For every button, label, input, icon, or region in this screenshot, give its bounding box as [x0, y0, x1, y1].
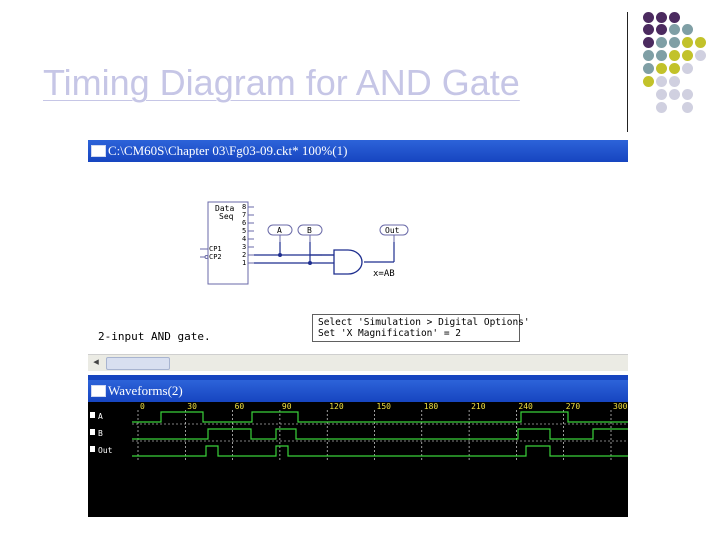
and-gate-symbol[interactable] [333, 249, 363, 275]
waveforms-window-title: Waveforms(2) [108, 383, 183, 398]
time-tick-label: 30 [187, 402, 197, 411]
probe-b-label: B [307, 226, 312, 235]
schematic-window: C:\CM60S\Chapter 03\Fg03-09.ckt* 100%(1)… [88, 140, 628, 372]
signal-label-out: Out [98, 446, 113, 455]
wave-trace-a [132, 411, 628, 423]
seq-pin-label: 1 [242, 259, 246, 267]
seq-pin-label: 8 [242, 203, 246, 211]
horizontal-scrollbar[interactable]: ◂ [88, 354, 628, 371]
waveform-display[interactable]: A B Out 0 30 60 90 120 150 180 210 240 270 300 [88, 402, 628, 517]
signal-label-b: B [98, 429, 103, 438]
seq-pin-label: 6 [242, 219, 246, 227]
time-tick-label: 0 [140, 402, 145, 411]
signal-marker-b[interactable] [90, 429, 95, 435]
time-tick-label: 60 [235, 402, 245, 411]
time-tick-label: 210 [471, 402, 486, 411]
waveforms-titlebar[interactable]: Waveforms(2) [88, 380, 628, 402]
wave-trace-b [132, 428, 628, 440]
clock-label-cp2: CP2 [209, 253, 222, 261]
hint-box: Select 'Simulation > Digital Options' Se… [312, 314, 530, 342]
data-sequencer-box[interactable] [207, 201, 249, 285]
window-icon [91, 145, 106, 157]
output-expression: x=AB [373, 269, 395, 279]
scroll-left-arrow-icon[interactable]: ◂ [93, 356, 99, 368]
hint-line-1: Select 'Simulation > Digital Options' [318, 317, 530, 328]
schematic-titlebar[interactable]: C:\CM60S\Chapter 03\Fg03-09.ckt* 100%(1) [88, 140, 628, 162]
wire-junction-b [308, 261, 312, 265]
wave-trace-out [132, 445, 628, 457]
signal-marker-a[interactable] [90, 412, 95, 418]
schematic-window-title: C:\CM60S\Chapter 03\Fg03-09.ckt* 100%(1) [108, 143, 348, 158]
time-tick-label: 270 [566, 402, 581, 411]
probe-out-label: Out [385, 226, 400, 235]
probe-a-label: A [277, 226, 282, 235]
slide-title: Timing Diagram for AND Gate [43, 62, 520, 103]
seq-pin-label: 5 [242, 227, 246, 235]
seq-pin-label: 2 [242, 251, 246, 259]
window-top-band [88, 375, 628, 380]
probe-a[interactable]: A [267, 224, 293, 242]
data-seq-label-1: Data [215, 204, 234, 213]
time-tick-label: 150 [377, 402, 392, 411]
seq-pin-label: 7 [242, 211, 246, 219]
time-tick-label: 90 [282, 402, 292, 411]
clock-label-cp1: CP1 [209, 245, 222, 253]
time-tick-label: 120 [329, 402, 344, 411]
seq-pin-label: 4 [242, 235, 246, 243]
signal-label-a: A [98, 412, 103, 421]
wire-junction-a [278, 253, 282, 257]
hint-line-2: Set 'X Magnification' = 2 [318, 328, 461, 339]
decorative-dot-grid [638, 10, 718, 120]
title-divider-line [627, 12, 628, 132]
probe-out[interactable]: Out [379, 224, 409, 242]
window-icon [91, 385, 106, 397]
scrollbar-thumb[interactable] [106, 357, 170, 370]
data-seq-label-2: Seq [219, 212, 234, 221]
time-tick-label: 180 [424, 402, 439, 411]
time-tick-label: 300 [613, 402, 628, 411]
waveforms-window: Waveforms(2) A B Out 0 30 60 90 120 150 180 210… [88, 375, 628, 517]
time-tick-label: 240 [518, 402, 533, 411]
probe-b[interactable]: B [297, 224, 323, 242]
circuit-schematic: Data Seq 8 7 6 5 4 3 2 1 CP1 CP2 [200, 201, 409, 285]
circuit-caption: 2-input AND gate. [98, 330, 211, 343]
signal-marker-out[interactable] [90, 446, 95, 452]
seq-pin-label: 3 [242, 243, 246, 251]
